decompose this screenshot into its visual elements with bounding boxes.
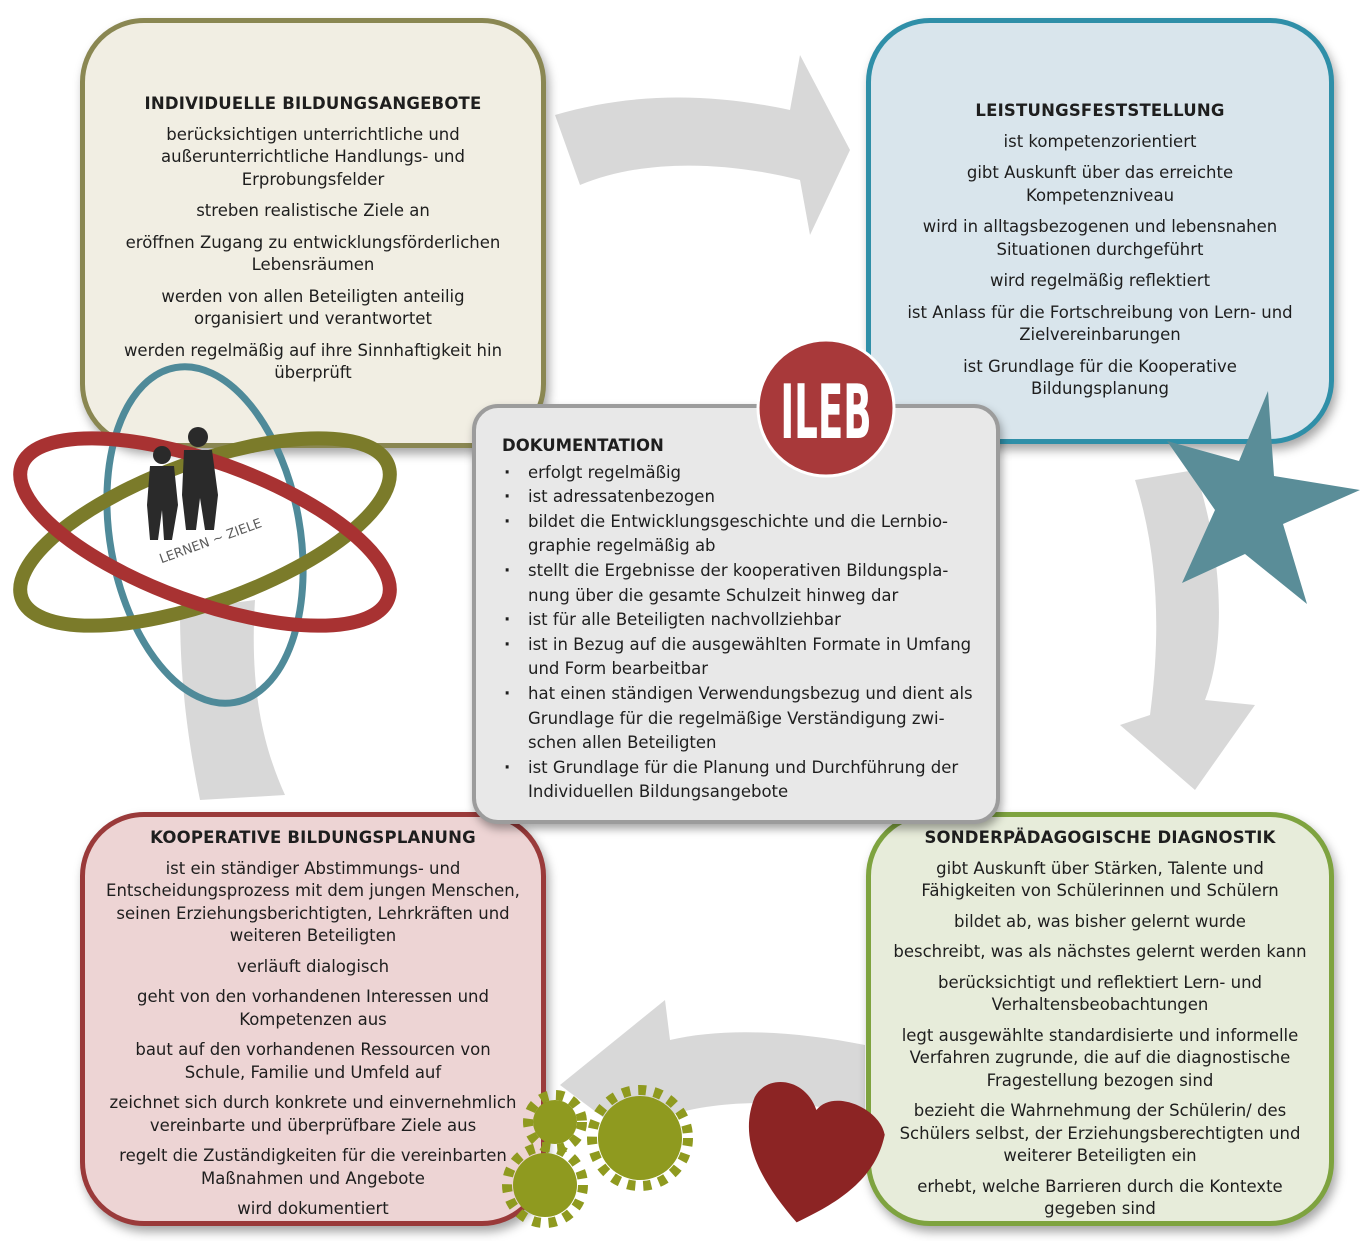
- special-diagnostics-list: gibt Auskunft über Stärken, Talente und …: [889, 858, 1311, 1221]
- cooperative-planning-list: ist ein ständiger Abstimmungs- und Entsc…: [105, 858, 521, 1221]
- arrow-right-down-icon: [1120, 470, 1255, 790]
- performance-assessment-title: LEISTUNGSFESTSTELLUNG: [975, 101, 1225, 120]
- list-item: wird dokumentiert: [237, 1199, 389, 1218]
- list-item: zeichnet sich durch konkrete und einvern…: [109, 1093, 517, 1135]
- individual-offers-box: INDIVIDUELLE BILDUNGSANGEBOTE berücksich…: [80, 18, 546, 448]
- special-diagnostics-box: SONDERPÄDAGOGISCHE DIAGNOSTIK gibt Ausku…: [866, 812, 1334, 1226]
- individual-offers-title: INDIVIDUELLE BILDUNGSANGEBOTE: [144, 94, 482, 113]
- list-item: verläuft dialogisch: [236, 956, 390, 976]
- list-item: baut auf den vorhandenen Ressourcen von …: [135, 1040, 491, 1082]
- individual-offers-list: berücksichtigen unterrichtliche und auße…: [121, 124, 505, 385]
- performance-assessment-box: LEISTUNGSFESTSTELLUNG ist kompetenzorien…: [866, 18, 1334, 444]
- list-item: streben realistische Ziele an: [196, 201, 430, 220]
- list-item: berücksichtigen unterrichtliche und auße…: [161, 124, 465, 189]
- list-item: geht von den vorhandenen Interessen und …: [137, 987, 489, 1029]
- arrow-bottom-left-icon: [560, 1000, 865, 1160]
- cooperative-planning-box: KOOPERATIVE BILDUNGSPLANUNG ist ein stän…: [80, 812, 546, 1226]
- list-item: ist Anlass für die Fortschreibung von Le…: [907, 302, 1293, 345]
- list-item: ist Grundlage für die Planung und Durchf…: [502, 756, 976, 805]
- list-item: wird in alltagsbezogenen und lebensnahen…: [922, 217, 1278, 259]
- documentation-list: erfolgt regelmäßig ist adressatenbezogen…: [502, 461, 976, 805]
- list-item: bildet ab, was bisher gelernt wurde: [954, 911, 1246, 931]
- list-item: werden regelmäßig auf ihre Sinnhaftigkei…: [123, 340, 503, 383]
- list-item: stellt die Ergebnisse der kooperativen B…: [502, 559, 976, 608]
- list-item: ist Grundlage für die Kooperative Bildun…: [963, 356, 1237, 399]
- list-item: legt ausgewählte standardisierte und inf…: [901, 1025, 1299, 1090]
- list-item: regelt die Zuständigkeiten für die verei…: [119, 1146, 507, 1188]
- list-item: gibt Auskunft über das erreichte Kompete…: [966, 163, 1234, 205]
- list-item: erhebt, welche Barrieren durch die Konte…: [917, 1176, 1283, 1219]
- list-item: bezieht die Wahrnehmung der Schülerin/ d…: [899, 1101, 1301, 1165]
- list-item: werden von allen Beteiligten anteilig or…: [161, 286, 465, 329]
- list-item: gibt Auskunft über Stärken, Talente und …: [921, 858, 1279, 901]
- list-item: ist adressatenbezogen: [502, 485, 976, 510]
- list-item: wird regelmäßig reflektiert: [989, 271, 1211, 290]
- cooperative-planning-title: KOOPERATIVE BILDUNGSPLANUNG: [150, 828, 476, 847]
- list-item: ist kompetenzorientiert: [1003, 131, 1197, 151]
- list-item: beschreibt, was als nächstes gelernt wer…: [893, 942, 1307, 961]
- list-item: eröffnen Zugang zu entwicklungsförderlic…: [125, 232, 501, 275]
- performance-assessment-list: ist kompetenzorientiert gibt Auskunft üb…: [895, 131, 1305, 401]
- list-item: ist ein ständiger Abstimmungs- und Entsc…: [106, 858, 520, 946]
- list-item: hat einen ständigen Verwendungsbezug und…: [502, 682, 976, 756]
- list-item: ist in Bezug auf die ausgewählten Format…: [502, 633, 976, 682]
- arrow-top-right-icon: [555, 55, 850, 235]
- list-item: erfolgt regelmäßig: [502, 461, 976, 486]
- documentation-box: DOKUMENTATION erfolgt regelmäßig ist adr…: [472, 404, 1000, 824]
- list-item: bildet die Entwicklungsgeschichte und di…: [502, 510, 976, 559]
- arrow-left-up-icon: [180, 600, 285, 800]
- list-item: ist für alle Beteiligten nachvollziehbar: [502, 608, 976, 633]
- documentation-title: DOKUMENTATION: [502, 436, 664, 455]
- list-item: berücksichtigt und reflektiert Lern- und…: [937, 972, 1263, 1015]
- special-diagnostics-title: SONDERPÄDAGOGISCHE DIAGNOSTIK: [924, 828, 1276, 847]
